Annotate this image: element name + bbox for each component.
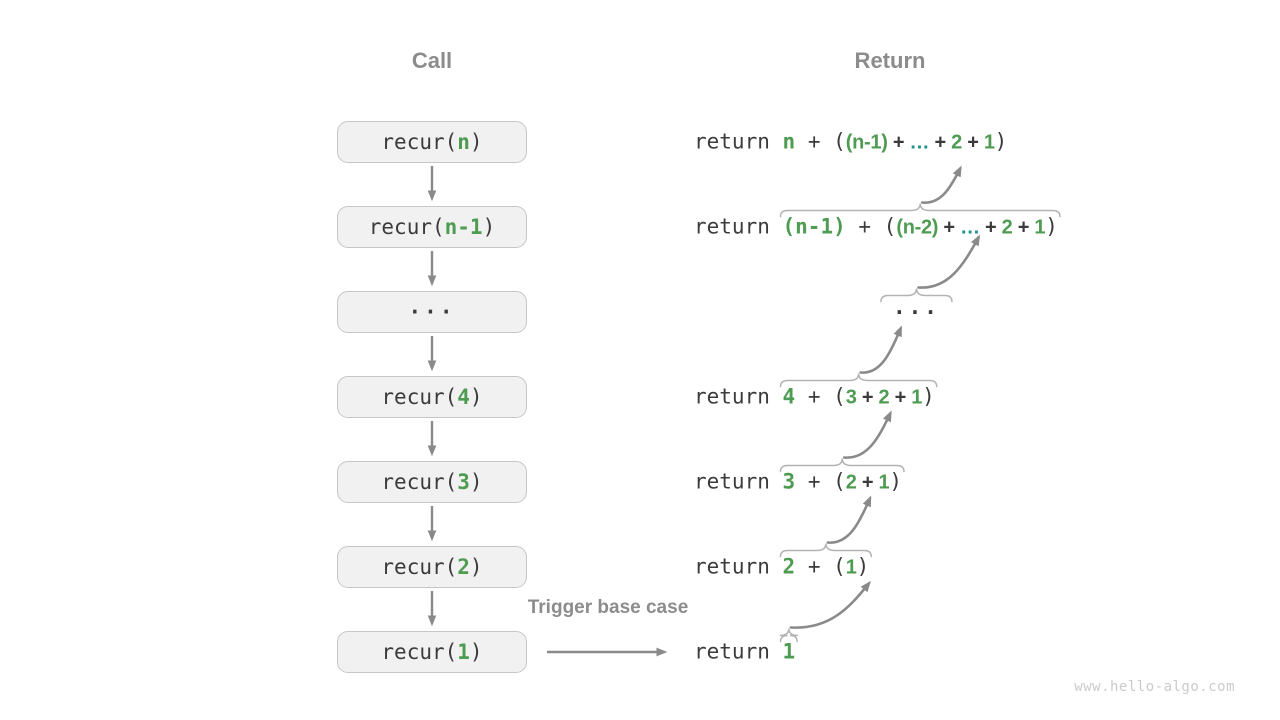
code-token: …: [960, 216, 980, 239]
call-box-4: recur(3): [337, 461, 527, 503]
return-row-5: return 2 + (1): [694, 554, 870, 579]
code-token: return: [694, 554, 783, 579]
return-flow-arrow: [859, 325, 902, 374]
code-token: +: [889, 386, 912, 409]
code-token: +: [979, 216, 1002, 239]
code-token: 1: [457, 640, 470, 664]
return-flow-arrow: [842, 410, 892, 459]
code-token: ): [856, 554, 870, 579]
code-token: 1: [1034, 216, 1046, 239]
code-token: return: [694, 384, 783, 409]
call-box-6: recur(1): [337, 631, 527, 673]
call-box-0: recur(n): [337, 121, 527, 163]
code-token: 1: [983, 131, 995, 154]
code-token: ): [469, 470, 483, 494]
code-token: (n-1): [782, 214, 846, 239]
code-token: (: [833, 384, 846, 409]
code-token: (: [833, 469, 846, 494]
code-token: ): [889, 469, 902, 494]
code-token: 3: [782, 469, 796, 494]
code-token: recur(: [368, 215, 445, 239]
code-token: …: [909, 131, 930, 154]
code-token: +: [795, 554, 834, 579]
code-token: ): [994, 129, 1008, 154]
code-token: +: [887, 131, 910, 154]
code-token: n: [782, 129, 796, 154]
code-token: recur(: [381, 555, 458, 579]
code-token: +: [938, 216, 961, 239]
code-token: n: [457, 130, 470, 154]
return-flow-arrow: [826, 495, 872, 544]
return-row-1: return (n-1) + ((n-2) + … + 2 + 1): [694, 214, 1058, 239]
code-token: recur(: [381, 470, 458, 494]
code-token: ...: [408, 294, 456, 319]
code-token: n-1: [444, 215, 483, 239]
code-token: ): [922, 384, 935, 409]
return-row-2: ...: [893, 296, 940, 323]
code-token: (n-2): [896, 216, 939, 239]
code-token: +: [856, 386, 879, 409]
code-token: ): [482, 215, 496, 239]
code-token: return: [694, 129, 783, 154]
code-token: 2: [1001, 216, 1013, 239]
code-token: recur(: [381, 130, 458, 154]
return-row-4: return 3 + (2 + 1): [694, 469, 902, 494]
code-token: 1: [782, 639, 796, 664]
call-column-header: Call: [411, 48, 453, 73]
return-row-3: return 4 + (3 + 2 + 1): [694, 384, 935, 409]
code-token: 3: [457, 470, 470, 494]
trigger-base-case-label: Trigger base case: [527, 597, 689, 618]
code-token: 2: [951, 131, 962, 154]
code-token: ): [1045, 214, 1058, 239]
return-flow-arrow: [917, 234, 981, 289]
return-flow-arrow: [789, 580, 871, 629]
call-box-1: recur(n-1): [337, 206, 527, 248]
code-token: 3: [845, 386, 857, 409]
code-token: 2: [457, 555, 470, 579]
code-token: +: [1012, 216, 1035, 239]
code-token: (: [833, 129, 846, 154]
return-row-0: return n + ((n-1) + … + 2 + 1): [694, 129, 1008, 154]
code-token: +: [795, 129, 834, 154]
code-token: return: [694, 469, 783, 494]
code-token: 1: [845, 556, 857, 579]
code-token: 4: [782, 384, 796, 409]
call-box-3: recur(4): [337, 376, 527, 418]
code-token: 4: [457, 385, 470, 409]
code-token: (: [883, 214, 897, 239]
code-token: recur(: [381, 385, 458, 409]
code-token: recur(: [381, 640, 458, 664]
code-token: (: [833, 554, 846, 579]
return-column-header: Return: [854, 48, 926, 73]
code-token: +: [856, 471, 879, 494]
code-token: ): [469, 130, 483, 154]
code-token: ): [469, 640, 483, 664]
code-token: +: [795, 384, 834, 409]
code-token: +: [795, 469, 834, 494]
call-box-2: ...: [337, 291, 527, 333]
code-token: 1: [878, 471, 890, 494]
code-token: 2: [878, 386, 890, 409]
code-token: return: [694, 639, 783, 664]
return-flow-arrow: [920, 165, 962, 204]
code-token: ): [469, 385, 483, 409]
return-row-6: return 1: [694, 639, 796, 664]
code-token: 2: [845, 471, 857, 494]
watermark: www.hello-algo.com: [1074, 679, 1235, 695]
code-token: +: [845, 214, 884, 239]
call-box-5: recur(2): [337, 546, 527, 588]
code-token: (n-1): [845, 131, 888, 154]
code-token: 1: [911, 386, 923, 409]
code-token: +: [961, 131, 984, 154]
code-token: return: [694, 214, 783, 239]
code-token: +: [929, 131, 952, 154]
code-token: ): [469, 555, 483, 579]
code-token: 2: [782, 554, 796, 579]
code-token: ...: [893, 294, 940, 319]
